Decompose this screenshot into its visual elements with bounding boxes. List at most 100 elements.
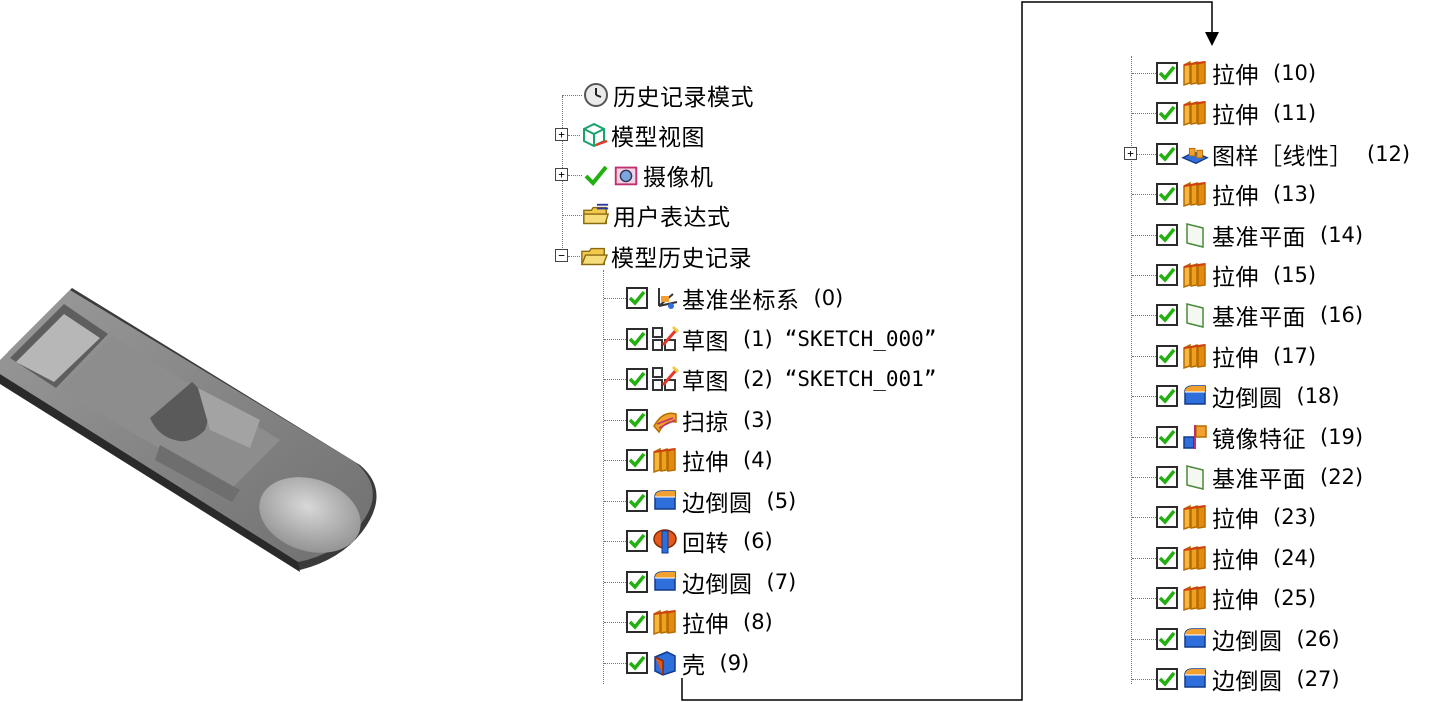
- feature-number: (27): [1296, 667, 1340, 691]
- feature-node[interactable]: 边倒圆 (27): [1156, 662, 1340, 696]
- feature-checkbox[interactable]: [1156, 385, 1178, 408]
- feature-name: 草图: [682, 369, 729, 395]
- feature-checkbox[interactable]: [1156, 627, 1178, 650]
- feature-checkbox[interactable]: [626, 489, 648, 512]
- model-history-node[interactable]: 模型历史记录: [580, 239, 752, 273]
- feature-checkbox[interactable]: [1156, 264, 1178, 286]
- feature-name: 拉伸: [1212, 63, 1259, 89]
- camera-label: 摄像机: [643, 165, 714, 191]
- folder-icon: [582, 201, 610, 229]
- camera-icon: [612, 161, 640, 189]
- feature-checkbox[interactable]: [1156, 142, 1178, 165]
- feature-number: (0): [813, 286, 844, 310]
- expand-pattern[interactable]: +: [1124, 146, 1137, 160]
- folder-open-icon: [580, 242, 608, 270]
- feature-node[interactable]: 基准平面(22): [1156, 460, 1363, 494]
- feature-checkbox[interactable]: [626, 408, 648, 431]
- datum-plane-icon: [1181, 301, 1209, 329]
- feature-name: 拉伸: [1212, 547, 1259, 574]
- collapse-model-history[interactable]: −: [555, 249, 568, 262]
- datum-plane-icon: [1181, 463, 1209, 491]
- pattern-icon: [1181, 140, 1209, 168]
- feature-checkbox[interactable]: [1156, 425, 1178, 448]
- feature-checkbox[interactable]: [626, 449, 648, 471]
- expand-model-views[interactable]: +: [555, 128, 568, 141]
- feature-name: 草图: [682, 328, 729, 355]
- feature-checkbox[interactable]: [626, 368, 648, 390]
- feature-name: 基准平面: [1212, 224, 1306, 251]
- feature-checkbox[interactable]: [1156, 587, 1178, 610]
- feature-node[interactable]: 基准平面(16): [1156, 298, 1363, 332]
- feature-node[interactable]: 边倒圆(18): [1156, 379, 1340, 413]
- feature-node[interactable]: 拉伸(17): [1156, 339, 1316, 373]
- feature-node[interactable]: 拉伸 (8): [626, 605, 773, 639]
- feature-checkbox[interactable]: [626, 570, 648, 593]
- feature-node[interactable]: 壳(9): [626, 646, 749, 680]
- feature-name: 边倒圆: [682, 571, 753, 598]
- feature-node[interactable]: 基准坐标系(0): [626, 281, 843, 315]
- edge-blend-icon: [1181, 665, 1209, 693]
- feature-checkbox[interactable]: [1156, 183, 1178, 206]
- feature-node[interactable]: 边倒圆(26): [1156, 622, 1340, 656]
- feature-node[interactable]: 边倒圆(7): [626, 565, 796, 599]
- feature-checkbox[interactable]: [1156, 668, 1178, 690]
- feature-node[interactable]: 回转(6): [626, 524, 773, 558]
- feature-number: (18): [1296, 384, 1340, 409]
- feature-checkbox[interactable]: [1156, 102, 1178, 125]
- feature-node[interactable]: 拉伸(11): [1156, 96, 1316, 130]
- feature-node[interactable]: 拉伸(15): [1156, 258, 1316, 292]
- model-views-node[interactable]: 模型视图: [580, 118, 705, 152]
- extrude-icon: [1181, 180, 1209, 208]
- feature-checkbox[interactable]: [626, 651, 648, 674]
- sketch-icon: [651, 325, 679, 353]
- feature-name: 拉伸: [1212, 184, 1259, 211]
- feature-node[interactable]: 草图(2)“SKETCH_001”: [626, 362, 936, 396]
- extrude-icon: [1181, 261, 1209, 289]
- extrude-icon: [1181, 503, 1209, 531]
- feature-checkbox[interactable]: [626, 611, 648, 633]
- history-mode-node[interactable]: 历史记录模式: [582, 78, 754, 112]
- feature-number: (3): [743, 407, 773, 432]
- feature-node[interactable]: 拉伸(13): [1156, 177, 1316, 211]
- feature-name: 拉伸: [1212, 507, 1259, 534]
- feature-name: 图样［线性］: [1212, 143, 1353, 170]
- feature-checkbox[interactable]: [626, 287, 648, 309]
- feature-checkbox[interactable]: [1156, 546, 1178, 569]
- feature-node[interactable]: 边倒圆(5): [626, 484, 796, 518]
- part-3d-preview: [0, 288, 377, 572]
- feature-checkbox[interactable]: [1156, 344, 1178, 367]
- feature-checkbox[interactable]: [1156, 62, 1178, 84]
- model-view-icon: [580, 121, 608, 149]
- shell-icon: [651, 649, 679, 677]
- extrude-icon: [651, 608, 679, 636]
- feature-name: 拉伸: [1212, 103, 1259, 130]
- feature-node[interactable]: 拉伸(25): [1156, 581, 1316, 615]
- user-expressions-node[interactable]: 用户表达式: [582, 198, 731, 232]
- feature-node[interactable]: 拉伸(10): [1156, 56, 1316, 90]
- feature-name: 边倒圆: [1212, 669, 1283, 695]
- feature-node[interactable]: 拉伸(24): [1156, 541, 1316, 575]
- feature-node[interactable]: 图样［线性］(12): [1156, 137, 1410, 171]
- feature-checkbox[interactable]: [1156, 304, 1178, 327]
- feature-checkbox[interactable]: [1156, 506, 1178, 529]
- feature-node[interactable]: 扫掠 (3): [626, 403, 773, 437]
- edge-blend-icon: [651, 568, 679, 596]
- feature-checkbox[interactable]: [626, 530, 648, 552]
- checkmark-icon: [584, 164, 608, 186]
- edge-blend-icon: [651, 487, 679, 515]
- feature-number: (8): [743, 610, 773, 634]
- feature-node[interactable]: 镜像特征(19): [1156, 420, 1363, 454]
- feature-name: 拉伸: [682, 612, 729, 638]
- camera-node[interactable]: 摄像机: [584, 158, 714, 192]
- feature-node[interactable]: 拉伸(23): [1156, 500, 1316, 534]
- feature-node[interactable]: 拉伸(4): [626, 443, 773, 477]
- feature-name: 基准平面: [1212, 305, 1306, 332]
- feature-checkbox[interactable]: [1156, 466, 1178, 488]
- feature-checkbox[interactable]: [1156, 223, 1178, 246]
- expand-camera[interactable]: +: [555, 168, 568, 181]
- feature-node[interactable]: 草图(1)“SKETCH_000”: [626, 322, 936, 356]
- feature-node[interactable]: 基准平面(14): [1156, 218, 1363, 252]
- feature-checkbox[interactable]: [626, 327, 648, 350]
- feature-name: 扫掠: [682, 409, 729, 436]
- extrude-icon: [1181, 99, 1209, 127]
